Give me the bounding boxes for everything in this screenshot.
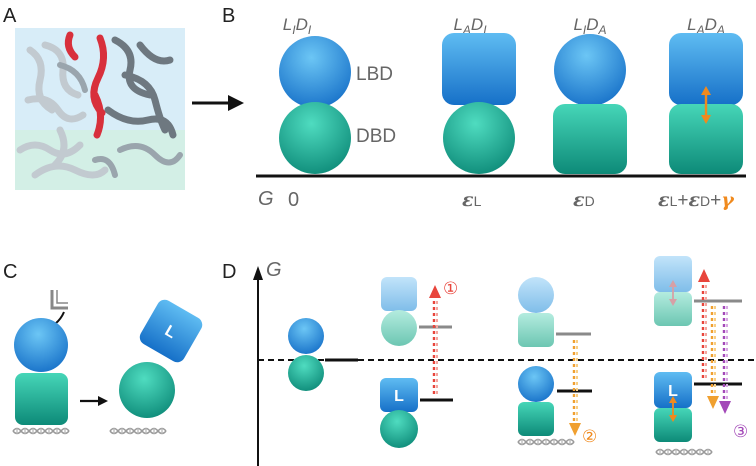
state-label-lidi: LIDI (283, 15, 312, 37)
g-axis-d (253, 266, 263, 466)
dbd-square-c-before (15, 373, 68, 425)
coupling-arrow-gamma (701, 86, 711, 124)
lbd-circle-d2 (518, 366, 554, 402)
energy-state-3: εD (573, 189, 595, 211)
lbd-square-d3-faded (654, 256, 692, 292)
panel-letter-c: C (3, 261, 17, 283)
dbd-square-d2-faded (518, 313, 554, 347)
dbd-square-state-4 (669, 104, 743, 174)
dna-icon-c-before (12, 427, 70, 435)
ligand-badge-d3: L (668, 383, 678, 400)
step-2-label: ② (582, 427, 597, 447)
panel-letter-d: D (222, 261, 236, 283)
dbd-square-d3 (654, 408, 692, 442)
state-label-lada: LADA (687, 15, 725, 37)
energy-state-1: 0 (288, 189, 299, 211)
coupling-arrow-d3-faded (669, 280, 677, 306)
dna-icon-d2 (517, 438, 575, 446)
lbd-square-d1 (380, 378, 418, 412)
dbd-square-d3-faded (654, 292, 692, 326)
transition-arrow-3-purple (719, 306, 731, 414)
transition-arrow-1 (429, 285, 441, 394)
lbd-circle-c-before (14, 318, 68, 372)
step-1-label: ① (443, 279, 458, 299)
transition-arrow-2 (569, 340, 581, 436)
dbd-circle-c-after (119, 362, 175, 418)
protein-structure-image (15, 28, 185, 190)
energy-state-4: εL+εD+γ (658, 189, 735, 211)
energy-state-2: εL (462, 189, 482, 211)
arrow-activation (80, 396, 108, 406)
g-axis-label-b: G (258, 188, 274, 210)
dbd-label: DBD (356, 126, 396, 147)
lbd-square-d3 (654, 372, 692, 408)
dbd-square-state-3 (553, 104, 627, 174)
state-label-lida: LIDA (573, 15, 606, 37)
step-3-label: ③ (733, 422, 748, 442)
dbd-square-d2 (518, 402, 554, 436)
dna-icon-d3 (655, 448, 713, 456)
lbd-square-state-2 (442, 33, 516, 105)
lbd-square-state-4 (669, 33, 743, 105)
g-axis-label-d: G (266, 259, 282, 281)
lbd-label: LBD (356, 64, 393, 85)
dbd-circle-state-2 (443, 102, 515, 174)
gamma-symbol: γ (721, 189, 735, 211)
lbd-square-c-after (139, 299, 203, 363)
dbd-circle-d1-faded (381, 310, 417, 346)
coupling-arrow-d3 (669, 396, 677, 422)
dbd-circle-d-ref (288, 355, 324, 391)
panel-letter-a: A (3, 5, 17, 27)
panel-letter-b: B (222, 5, 235, 27)
lbd-circle-state-1 (279, 36, 351, 108)
dna-icon-c-after (109, 427, 167, 435)
ligand-badge-d1: L (394, 388, 404, 405)
ligand-icon (50, 290, 68, 310)
dbd-circle-state-1 (279, 102, 351, 174)
lbd-square-d1-faded (381, 277, 417, 311)
lbd-circle-d-ref (288, 318, 324, 354)
lbd-circle-d2-faded (518, 277, 554, 313)
transition-arrow-3-red (698, 269, 710, 378)
lbd-circle-state-3 (554, 34, 626, 106)
dbd-circle-d1 (380, 410, 418, 448)
state-label-ladi: LADI (453, 15, 487, 37)
arrow-a-to-b (192, 95, 244, 111)
transition-arrow-3-orange (707, 306, 719, 409)
